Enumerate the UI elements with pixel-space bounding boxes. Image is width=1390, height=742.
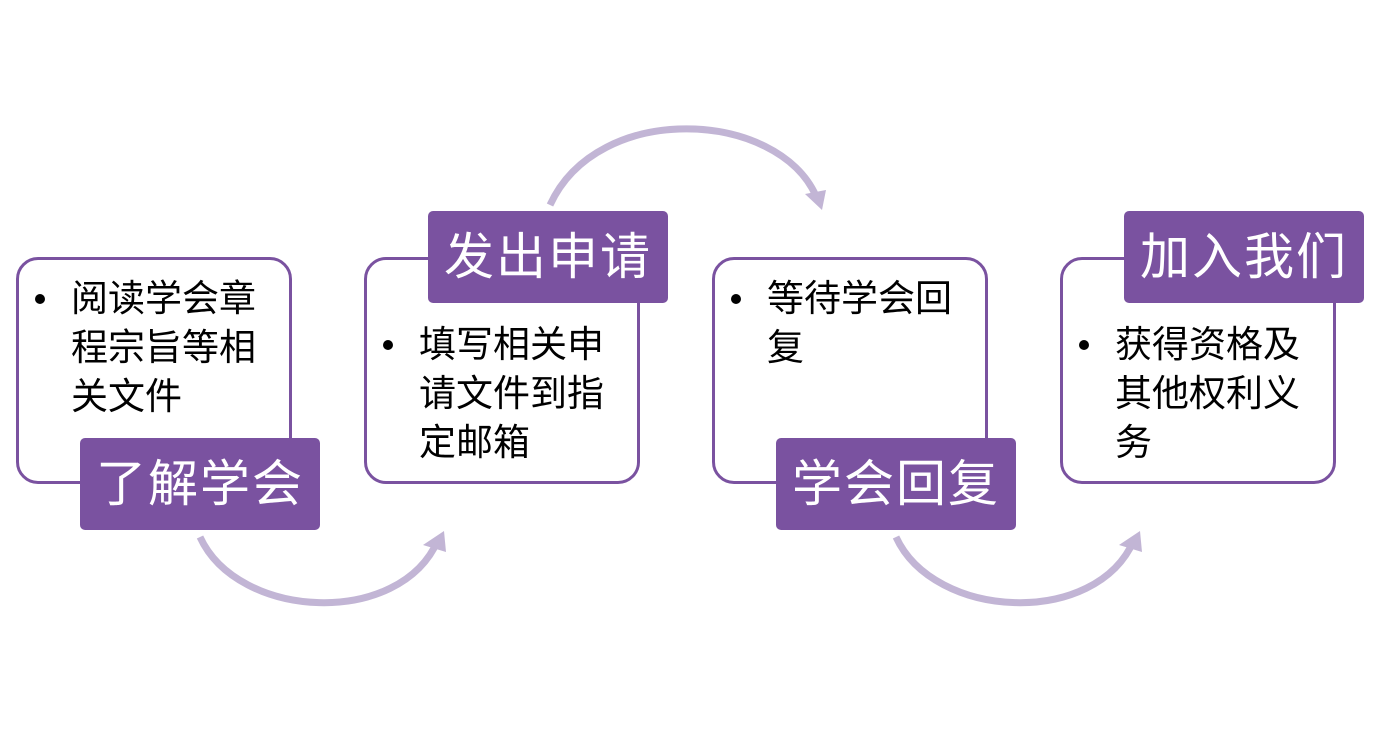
step-1-bullet: 阅读学会章程宗旨等相关文件 <box>35 274 277 421</box>
arrowhead-3 <box>1119 531 1142 552</box>
connector-arrow-2 <box>546 125 820 207</box>
step-4-label: 加入我们 <box>1124 211 1364 303</box>
step-3-label: 学会回复 <box>776 438 1016 530</box>
step-2-label: 发出申请 <box>428 211 668 303</box>
connector-arrow-1 <box>196 535 442 607</box>
step-2-bullet: 填写相关申请文件到指定邮箱 <box>383 320 625 467</box>
step-3-bullet: 等待学会回复 <box>731 274 973 372</box>
step-2-bullet-list: 填写相关申请文件到指定邮箱 <box>383 320 625 467</box>
step-1-bullet-list: 阅读学会章程宗旨等相关文件 <box>35 274 277 421</box>
arrowhead-1 <box>423 531 446 552</box>
step-4-bullet: 获得资格及其他权利义务 <box>1079 320 1321 467</box>
step-3-bullet-list: 等待学会回复 <box>731 274 973 372</box>
step-1-label: 了解学会 <box>80 438 320 530</box>
step-4-bullet-list: 获得资格及其他权利义务 <box>1079 320 1321 467</box>
arrowhead-2 <box>805 190 826 210</box>
connector-arrow-3 <box>892 535 1138 607</box>
